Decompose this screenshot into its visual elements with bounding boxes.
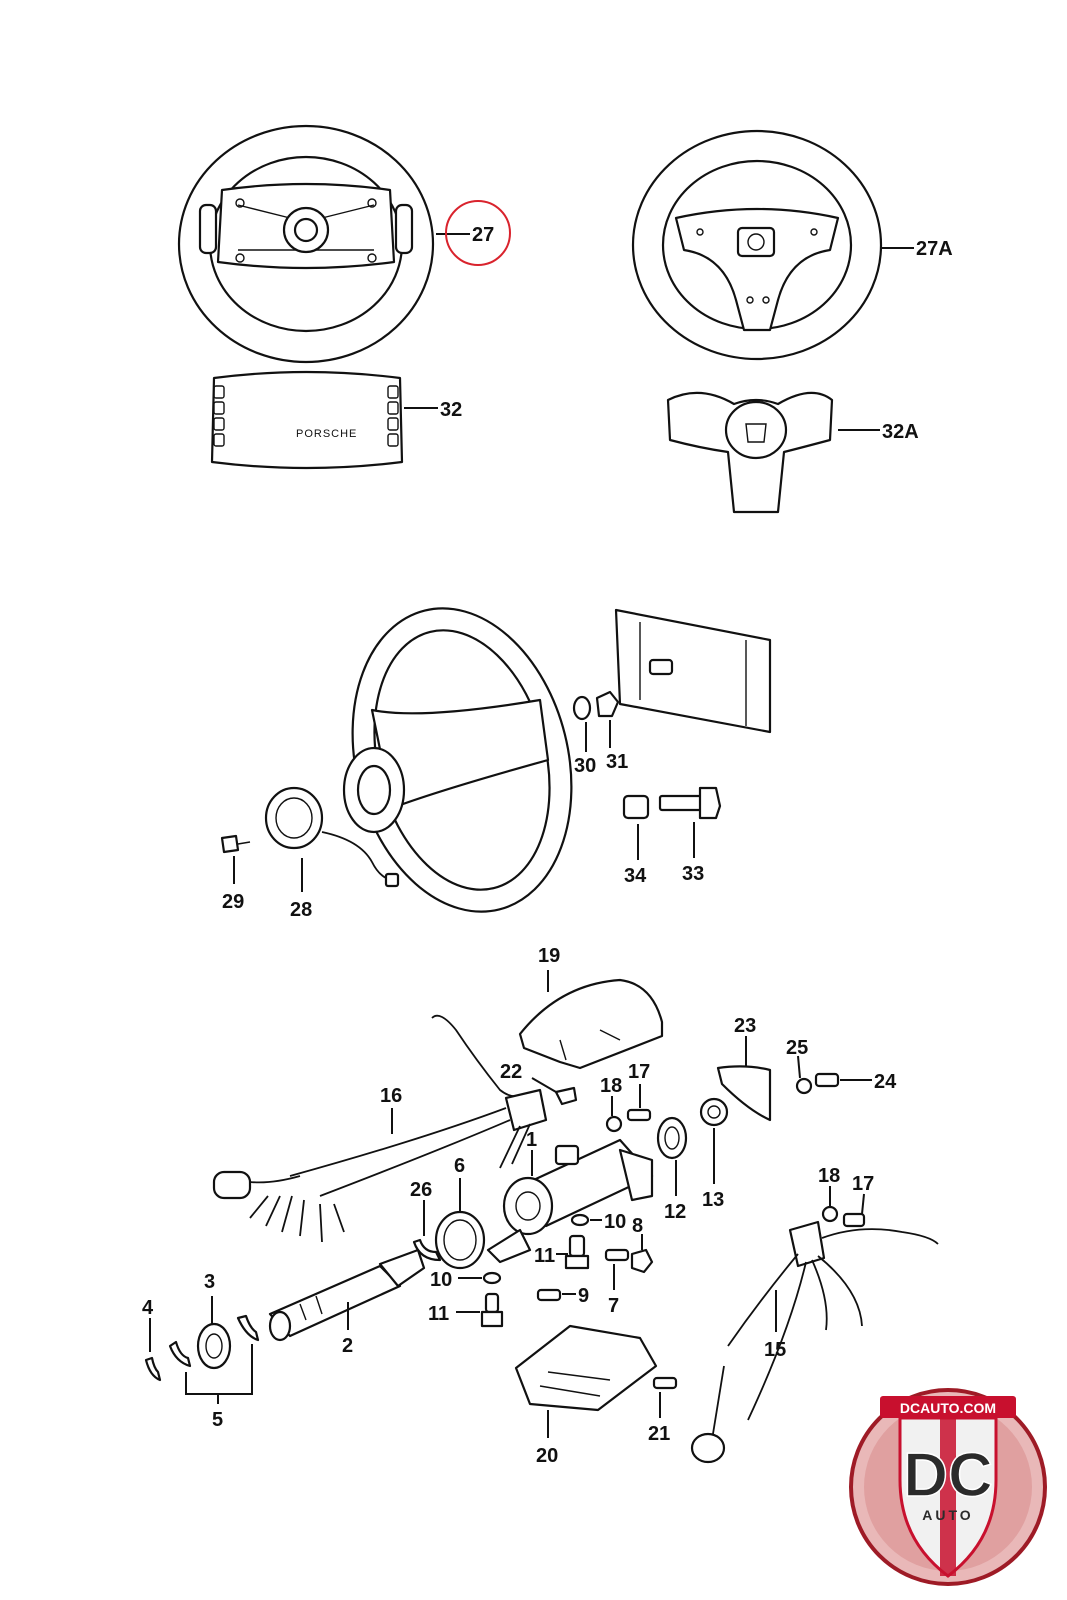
logo-banner [880, 1396, 1016, 1418]
leader-25 [797, 1055, 801, 1079]
steering-column-tube-1 [486, 1138, 654, 1264]
callout-20: 20 [536, 1445, 558, 1467]
callout-2: 2 [342, 1335, 353, 1357]
callout-28: 28 [290, 899, 312, 921]
steering-wheel-27 [177, 124, 435, 364]
callout-4: 4 [142, 1297, 154, 1319]
logo-auto-text: AUTO [922, 1507, 973, 1523]
washer-25 [795, 1077, 813, 1095]
callout-18b: 18 [818, 1165, 840, 1187]
callout-32A: 32A [882, 421, 919, 443]
callout-17b: 17 [852, 1173, 874, 1195]
callout-9: 9 [578, 1285, 589, 1307]
callout-13: 13 [702, 1189, 724, 1211]
steering-wheel-assembly [342, 607, 573, 913]
leader-5 [185, 1344, 253, 1404]
screw-9 [536, 1288, 562, 1302]
callout-26: 26 [410, 1179, 432, 1201]
cancel-segment-23 [716, 1065, 772, 1122]
washer-10b [482, 1271, 502, 1285]
turn-signal-switch-16 [212, 1014, 548, 1243]
seal-ring-6 [434, 1210, 486, 1270]
logo-site-text: DCAUTO.COM [900, 1400, 996, 1416]
screw-24 [814, 1072, 840, 1088]
stud-11b [480, 1292, 504, 1328]
upper-cover-19 [518, 978, 664, 1070]
callout-12: 12 [664, 1201, 686, 1223]
screw-21 [652, 1376, 678, 1390]
nut-31 [595, 690, 620, 718]
callout-27A: 27A [916, 238, 953, 260]
nut-8 [630, 1248, 654, 1274]
washer-10a [570, 1213, 590, 1227]
lower-cover-20 [514, 1324, 658, 1412]
callout-1: 1 [526, 1129, 537, 1151]
callout-33: 33 [682, 863, 704, 885]
callout-3: 3 [204, 1271, 215, 1293]
callout-16: 16 [380, 1085, 402, 1107]
callout-23: 23 [734, 1015, 756, 1037]
bolt-7 [604, 1248, 630, 1262]
callout-34: 34 [624, 865, 647, 887]
callout-18a: 18 [600, 1075, 622, 1097]
horn-pad-32A [666, 391, 834, 514]
screw-29 [220, 834, 251, 854]
callout-10a: 10 [604, 1211, 626, 1233]
leader-17b [861, 1193, 865, 1215]
screw-17a [626, 1108, 652, 1122]
steering-wheel-27A [631, 129, 883, 361]
callout-30: 30 [574, 755, 596, 777]
bushing-34 [622, 794, 650, 820]
steering-shaft-2 [268, 1248, 426, 1342]
callout-17a: 17 [628, 1061, 650, 1083]
dcauto-logo: DCAUTO.COM DC AUTO [849, 1388, 1047, 1586]
callout-8: 8 [632, 1215, 643, 1237]
bearing-3 [196, 1322, 232, 1370]
washer-18a [605, 1115, 623, 1133]
callout-27: 27 [472, 224, 494, 246]
circlips-5 [168, 1314, 260, 1368]
callout-29: 29 [222, 891, 244, 913]
callout-25: 25 [786, 1037, 808, 1059]
circlip-4 [144, 1356, 162, 1382]
callout-31: 31 [606, 751, 628, 773]
bolt-33 [658, 786, 722, 820]
clip-22 [554, 1086, 578, 1106]
callout-15: 15 [764, 1339, 786, 1361]
hub-plate [614, 608, 772, 734]
callout-10b: 10 [430, 1269, 452, 1291]
contact-ring-28 [264, 786, 400, 888]
callout-11b: 11 [428, 1303, 449, 1325]
screw-17b [842, 1212, 866, 1228]
callout-5: 5 [212, 1409, 223, 1431]
callout-7: 7 [608, 1295, 619, 1317]
star-washer-13 [699, 1097, 729, 1127]
leader-22 [531, 1077, 557, 1093]
horn-pad-32: PORSCHE [210, 370, 404, 470]
wiper-switch-15 [690, 1220, 939, 1464]
bearing-12 [656, 1116, 688, 1160]
horn-pad-emblem-text: PORSCHE [296, 428, 357, 440]
stud-11a [564, 1234, 590, 1270]
callout-22: 22 [500, 1061, 522, 1083]
callout-24: 24 [874, 1071, 897, 1093]
washer-18b [821, 1205, 839, 1223]
washer-30 [572, 695, 592, 721]
logo-dc-text: DC [903, 1441, 993, 1510]
callout-32: 32 [440, 399, 462, 421]
callout-11a: 11 [534, 1245, 555, 1267]
highlight-ring-27 [445, 200, 511, 266]
callout-21: 21 [648, 1423, 670, 1445]
callout-6: 6 [454, 1155, 465, 1177]
callout-19: 19 [538, 945, 560, 967]
